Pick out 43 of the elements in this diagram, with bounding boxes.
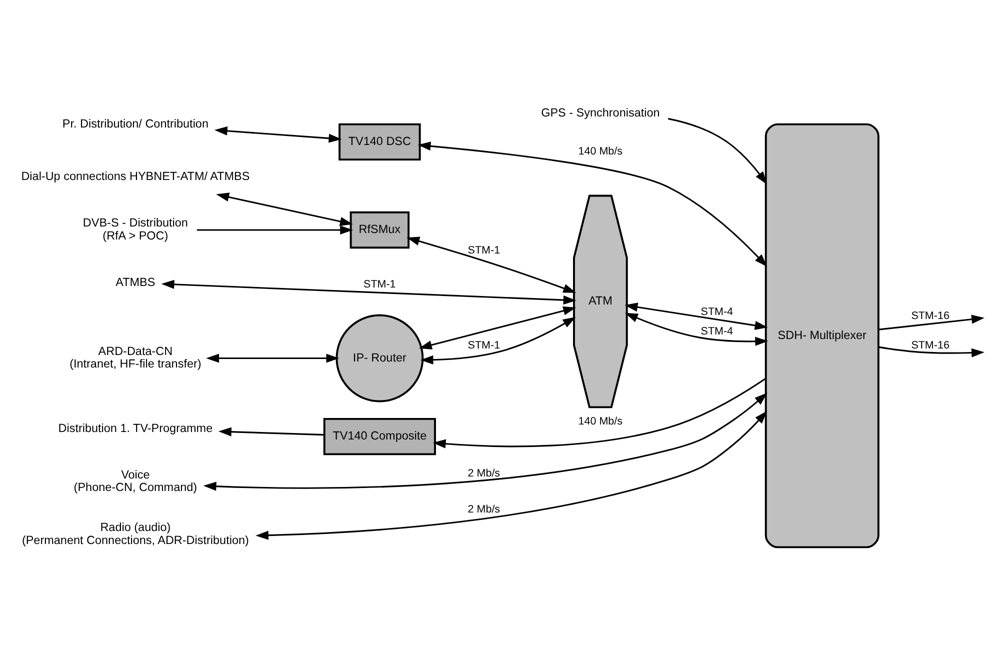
arrow xyxy=(406,236,576,293)
node-text: ATMBS xyxy=(116,276,156,289)
arrow xyxy=(214,126,342,143)
node-text: Dial-Up connections HYBNET-ATM/ ATMBS xyxy=(21,170,250,184)
arrow xyxy=(420,316,576,364)
node-box: TV140 Composite xyxy=(323,418,436,456)
node-circle: IP- Router xyxy=(336,314,424,402)
node-text: Pr. Distribution/ Contribution xyxy=(62,117,208,130)
arrow xyxy=(161,280,576,305)
arrow xyxy=(418,142,768,267)
edge-label: STM-16 xyxy=(911,339,950,352)
arrow xyxy=(418,306,576,350)
node-text: ARD-Data-CN (Intranet, HF-file transfer) xyxy=(70,344,202,371)
node-text: Radio (audio) (Permanent Connections, ADR-Distribution) xyxy=(22,521,249,547)
arrow xyxy=(624,302,768,330)
arrow xyxy=(256,410,768,540)
edge-label: STM-4 xyxy=(700,326,734,338)
edge-label: 140 Mb/s xyxy=(578,145,623,158)
edge-label: STM-4 xyxy=(700,306,734,318)
arrow xyxy=(206,354,340,363)
edge-label: 2 Mb/s xyxy=(468,468,500,480)
edge-label: STM-16 xyxy=(911,310,950,322)
edge-label: STM-1 xyxy=(468,339,500,352)
arrow xyxy=(216,192,353,226)
node-text: GPS - Synchronisation xyxy=(541,106,660,120)
arrow xyxy=(196,226,354,235)
node-text: Voice (Phone-CN, Command) xyxy=(74,468,198,494)
node-box: TV140 DSC xyxy=(338,123,421,161)
node-text: Distribution 1. TV-Programme xyxy=(58,422,213,435)
edge-label: 2 Mb/s xyxy=(468,504,500,516)
node-box: RfSMux xyxy=(350,211,410,249)
arrow xyxy=(878,346,984,358)
edge-label: STM-1 xyxy=(468,244,500,256)
arrow xyxy=(668,118,768,184)
edge-label: 140 Mb/s xyxy=(578,416,623,428)
arrow xyxy=(203,392,768,491)
arrow xyxy=(878,314,985,330)
node-box: SDH- Multiplexer xyxy=(764,123,880,548)
arrow xyxy=(218,427,324,436)
arrow xyxy=(432,378,766,448)
arrow xyxy=(624,312,768,346)
node-text: DVB-S - Distribution (RfA > POC) xyxy=(82,216,188,242)
edge-label: STM-1 xyxy=(364,278,396,291)
